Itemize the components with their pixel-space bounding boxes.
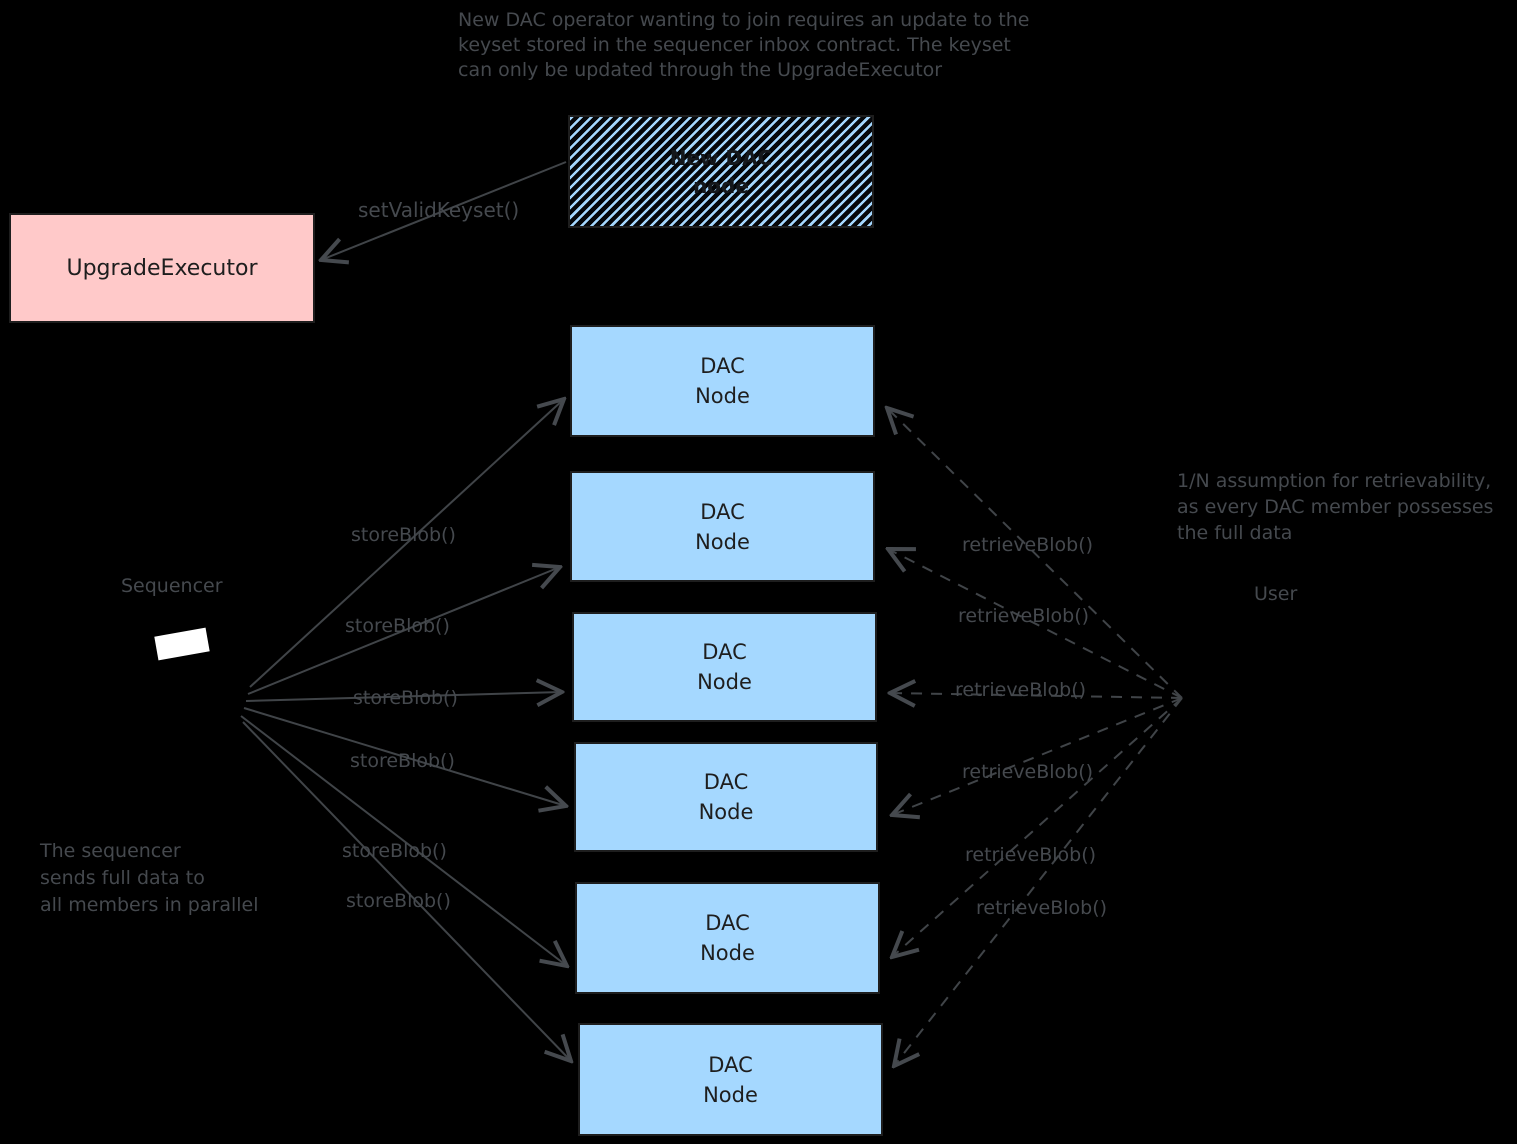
- left-note-line-3: all members in parallel: [40, 894, 259, 916]
- right-note-line-2: as every DAC member possesses: [1177, 496, 1494, 518]
- dac-node-label-line-2: Node: [698, 800, 754, 824]
- store-blob-label-2: storeBlob(): [345, 615, 450, 637]
- arrow-retrieve-blob-6: [894, 697, 1183, 1066]
- new-dac-node-box: New DAC node: [568, 115, 874, 228]
- dac-node-box-5: DAC Node: [575, 882, 880, 994]
- dac-node-label-line-1: DAC: [703, 770, 749, 794]
- dac-node-box-3: DAC Node: [572, 612, 877, 722]
- new-dac-node-label-line-1: New DAC: [669, 145, 773, 170]
- dac-node-label-line-2: Node: [700, 941, 755, 965]
- new-dac-node-label-line-2: node: [693, 173, 749, 198]
- left-note: The sequencer sends full data to all mem…: [40, 838, 259, 919]
- dac-node-box-6: DAC Node: [578, 1023, 883, 1136]
- retrieve-blob-label-2: retrieveBlob(): [958, 605, 1090, 627]
- dac-node-label-line-2: Node: [695, 529, 750, 554]
- dac-node-box-2: DAC Node: [570, 471, 875, 582]
- top-note-line-1: New DAC operator wanting to join require…: [458, 9, 1030, 31]
- set-valid-keyset-label: setValidKeyset(): [358, 198, 520, 222]
- right-note-line-1: 1/N assumption for retrievability,: [1177, 470, 1492, 492]
- store-blob-label-6: storeBlob(): [346, 890, 451, 912]
- dac-node-label-line-1: DAC: [700, 354, 745, 378]
- dac-node-label-line-2: Node: [703, 1082, 758, 1107]
- dac-node-label-line-1: DAC: [705, 911, 750, 935]
- left-note-line-1: The sequencer: [40, 840, 181, 862]
- dac-node-label-line-2: Node: [695, 384, 750, 408]
- retrieve-blob-label-3: retrieveBlob(): [955, 679, 1087, 701]
- top-note-line-3: can only be updated through the UpgradeE…: [458, 59, 943, 81]
- store-blob-label-3: storeBlob(): [353, 687, 458, 709]
- store-blob-label-4: storeBlob(): [350, 750, 455, 772]
- upgrade-executor-label: UpgradeExecutor: [66, 255, 258, 281]
- sequencer-label: Sequencer: [121, 575, 223, 597]
- arrow-retrieve-blob-4: [892, 697, 1183, 815]
- dac-node-box-4: DAC Node: [574, 742, 878, 852]
- dac-node-label-line-1: DAC: [708, 1052, 753, 1077]
- dac-node-label-line-1: DAC: [702, 640, 747, 664]
- retrieve-blob-label-5: retrieveBlob(): [965, 844, 1097, 866]
- retrieve-blob-label-1: retrieveBlob(): [962, 534, 1094, 556]
- retrieve-blob-label-6: retrieveBlob(): [976, 897, 1108, 919]
- left-note-line-2: sends full data to: [40, 867, 205, 889]
- top-note-line-2: keyset stored in the sequencer inbox con…: [458, 34, 1011, 56]
- store-blob-label-1: storeBlob(): [351, 524, 456, 546]
- right-note-line-3: the full data: [1177, 522, 1293, 544]
- sequencer-laptop-icon: [154, 627, 210, 661]
- retrieve-blob-label-4: retrieveBlob(): [962, 761, 1094, 783]
- user-label: User: [1254, 583, 1298, 605]
- upgrade-executor-box: UpgradeExecutor: [9, 213, 315, 323]
- top-note: New DAC operator wanting to join require…: [458, 8, 1029, 83]
- dac-node-box-1: DAC Node: [570, 325, 875, 437]
- right-note: 1/N assumption for retrievability, as ev…: [1177, 468, 1493, 546]
- dac-node-label-line-2: Node: [697, 670, 752, 694]
- store-blob-label-5: storeBlob(): [342, 840, 447, 862]
- dac-node-label-line-1: DAC: [700, 499, 745, 524]
